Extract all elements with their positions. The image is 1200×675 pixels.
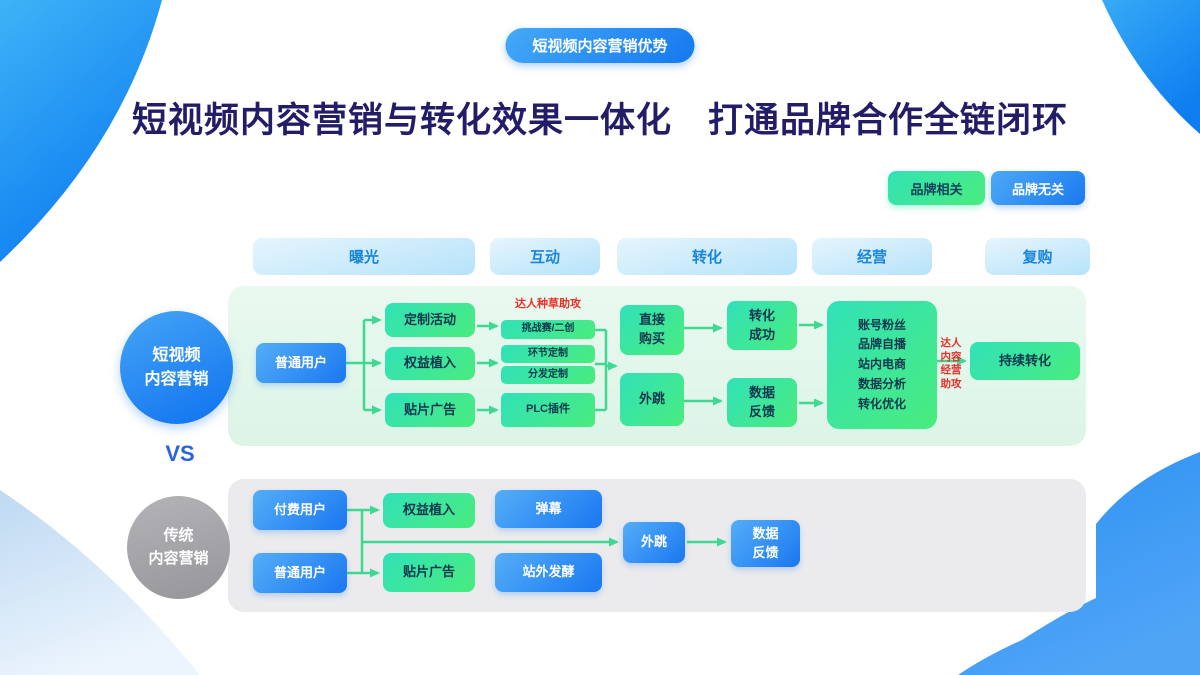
node-segment-custom: 环节定制: [501, 345, 595, 363]
stage-conversion: 转化: [617, 238, 797, 275]
stage-repurchase: 复购: [985, 238, 1090, 275]
node-patch-ad: 贴片广告: [385, 393, 475, 427]
node-paid-user: 付费用户: [253, 490, 347, 530]
node-normal-user: 普通用户: [256, 343, 346, 383]
node-rights-implant: 权益植入: [385, 347, 475, 380]
stage-interaction: 互动: [490, 238, 600, 275]
node-distribution-custom: 分发定制: [501, 366, 595, 384]
node-trad-rights-implant: 权益植入: [383, 493, 475, 528]
node-data-feedback: 数据 反馈: [727, 378, 797, 427]
node-continuous-conversion: 持续转化: [970, 342, 1080, 380]
note-kol-seeding: 达人种草助攻: [515, 298, 581, 310]
legend-brand-unrelated: 品牌无关: [991, 171, 1085, 205]
blob-bottom-right: [958, 452, 1200, 675]
traditional-section-label: 传统 内容营销: [127, 496, 230, 599]
node-challenge: 挑战赛/二创: [501, 320, 595, 339]
node-trad-external-jump: 外跳: [623, 522, 685, 563]
blob-bottom-left: [0, 490, 200, 675]
legend-brand-related: 品牌相关: [888, 171, 985, 205]
node-conversion-success: 转化 成功: [727, 301, 797, 350]
note-kol-operation: 达人 内容 经营 助攻: [940, 337, 962, 390]
node-offsite-fermentation: 站外发酵: [495, 553, 602, 592]
blob-top-right: [1102, 0, 1200, 134]
stage-exposure: 曝光: [253, 238, 475, 275]
short-video-section-label: 短视频 内容营销: [120, 311, 233, 424]
node-trad-patch-ad: 贴片广告: [383, 553, 475, 592]
blob-top-left: [0, 0, 162, 262]
node-trad-normal-user: 普通用户: [253, 553, 347, 593]
stage-operation: 经营: [812, 238, 932, 275]
page-title: 短视频内容营销与转化效果一体化 打通品牌合作全链闭环: [131, 101, 1068, 140]
node-danmaku: 弹幕: [495, 490, 602, 528]
node-custom-activity: 定制活动: [385, 303, 475, 337]
node-operation-summary: 账号粉丝 品牌自播 站内电商 数据分析 转化优化: [827, 301, 937, 429]
header-badge: 短视频内容营销优势: [505, 28, 695, 63]
vs-label: VS: [165, 441, 195, 466]
node-external-jump: 外跳: [620, 373, 684, 426]
node-direct-purchase: 直接 购买: [620, 305, 684, 355]
node-plc-plugin: PLC插件: [501, 393, 595, 427]
node-trad-data-feedback: 数据 反馈: [731, 520, 800, 567]
